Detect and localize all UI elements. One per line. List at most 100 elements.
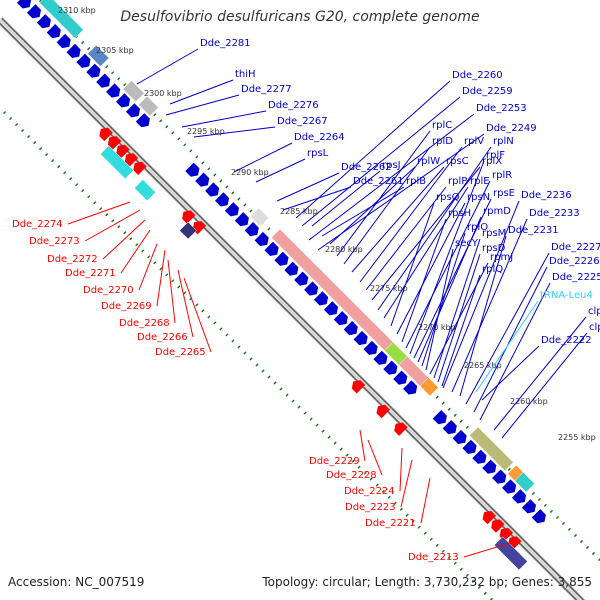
kbp-tick-label: 2305 kbp bbox=[96, 46, 134, 55]
reverse-gene-arrow bbox=[376, 404, 390, 419]
forward-gene-label: rpsH bbox=[448, 208, 471, 219]
forward-gene-label: Dde_2233 bbox=[529, 208, 580, 219]
forward-gene-arrow bbox=[363, 340, 378, 355]
forward-gene-leader bbox=[442, 200, 520, 389]
kbp-tick-label: 2300 kbp bbox=[144, 89, 182, 98]
kbp-tick-label: 2260 kbp bbox=[510, 397, 548, 406]
forward-gene-arrow bbox=[314, 291, 329, 306]
reverse-gene-leader bbox=[367, 439, 383, 476]
forward-gene-leader bbox=[493, 316, 587, 431]
reverse-gene-label: Dde_2271 bbox=[65, 268, 116, 279]
forward-gene-arrow bbox=[56, 33, 71, 49]
forward-gene-leader bbox=[136, 48, 199, 85]
reverse-gene-leader bbox=[420, 477, 431, 524]
forward-gene-label: Dde_2231 bbox=[508, 225, 559, 236]
forward-gene-arrow bbox=[195, 172, 210, 187]
forward-gene-label: Dde_2260 bbox=[452, 70, 503, 81]
reverse-gene-leader bbox=[399, 447, 403, 492]
forward-gene-leader bbox=[413, 198, 492, 359]
kbp-tick-label: 2255 kbp bbox=[558, 433, 596, 442]
reverse-gene-arrow bbox=[107, 136, 122, 150]
reverse-gene-label: Dde_2224 bbox=[344, 486, 395, 497]
forward-gene-label: rpsJ bbox=[382, 160, 401, 171]
forward-gene-leader bbox=[255, 158, 306, 183]
reverse-gene-arrow bbox=[351, 380, 366, 394]
forward-gene-label: Dde_2249 bbox=[486, 123, 537, 134]
forward-gene-leader bbox=[351, 166, 445, 273]
reverse-gene-leader bbox=[138, 243, 158, 291]
forward-gene-arrow bbox=[215, 192, 230, 207]
forward-gene-arrow bbox=[116, 93, 131, 108]
reverse-gene-label: Dde_2268 bbox=[119, 318, 170, 329]
forward-gene-label: rplR bbox=[492, 170, 512, 181]
forward-gene-label: Dde_2281 bbox=[200, 38, 251, 49]
forward-gene-label: Dde_2264 bbox=[294, 132, 345, 143]
forward-gene-label: Dde_2276 bbox=[268, 100, 319, 111]
forward-gene-leader bbox=[165, 94, 240, 116]
forward-gene-label: rpsE bbox=[493, 188, 515, 199]
forward-gene-leader bbox=[169, 79, 234, 105]
forward-gene-leader bbox=[433, 238, 481, 379]
reverse-gene-leader bbox=[102, 219, 146, 260]
forward-gene-arrow bbox=[254, 231, 269, 247]
forward-gene-leader bbox=[343, 146, 431, 265]
forward-gene-label: rplF bbox=[486, 150, 505, 161]
forward-gene-arrow bbox=[472, 449, 487, 464]
forward-gene-arrow bbox=[224, 202, 239, 217]
forward-gene-label: rplN bbox=[493, 136, 514, 147]
forward-gene-arrow bbox=[86, 63, 101, 78]
forward-gene-leader bbox=[417, 216, 482, 363]
forward-gene-arrow bbox=[442, 420, 457, 435]
forward-gene-leader bbox=[425, 248, 454, 371]
reverse-gene-label: Dde_2273 bbox=[29, 236, 80, 247]
feature-block bbox=[100, 145, 134, 180]
forward-gene-label: rplE bbox=[470, 176, 490, 187]
kbp-tick-label: 2310 kbp bbox=[58, 6, 96, 15]
forward-gene-leader bbox=[383, 186, 469, 319]
forward-gene-leader bbox=[409, 160, 485, 355]
forward-gene-leader bbox=[295, 80, 451, 219]
forward-gene-label: rplW bbox=[417, 156, 440, 167]
forward-gene-arrow bbox=[26, 4, 41, 19]
reverse-gene-label: Dde_2270 bbox=[83, 285, 134, 296]
forward-gene-leader bbox=[321, 186, 405, 237]
forward-gene-arrow bbox=[264, 241, 279, 256]
kbp-tick-label: 2280 kbp bbox=[325, 245, 363, 254]
forward-gene-leader bbox=[282, 186, 352, 211]
forward-gene-label: clpX bbox=[589, 322, 600, 333]
forward-gene-arrow bbox=[185, 162, 200, 177]
forward-gene-arrow bbox=[66, 43, 81, 58]
forward-gene-label: Dde_2261 bbox=[353, 176, 404, 187]
reverse-gene-leader bbox=[400, 459, 413, 508]
kbp-tick-label: 2290 kbp bbox=[231, 168, 269, 177]
forward-gene-arrow bbox=[333, 311, 348, 326]
forward-gene-arrow bbox=[502, 479, 517, 494]
forward-gene-leader bbox=[451, 218, 528, 393]
forward-gene-label: rpsD bbox=[482, 243, 506, 254]
forward-gene-label: rplC bbox=[432, 120, 452, 131]
forward-gene-arrow bbox=[244, 222, 259, 237]
feature-block bbox=[469, 426, 514, 472]
reverse-gene-leader bbox=[156, 249, 166, 307]
reverse-gene-arrow bbox=[482, 510, 496, 525]
reverse-gene-label: Dde_2229 bbox=[309, 456, 360, 467]
reverse-gene-arrow bbox=[124, 153, 139, 167]
forward-gene-leader bbox=[193, 126, 276, 138]
forward-gene-leader bbox=[421, 232, 466, 367]
forward-gene-label: rpsQ bbox=[436, 192, 460, 203]
forward-gene-label: Dde_2227 bbox=[551, 242, 600, 253]
forward-gene-leader bbox=[501, 332, 588, 439]
forward-gene-leader bbox=[401, 218, 447, 343]
forward-gene-label: rpmD bbox=[483, 206, 511, 217]
reverse-gene-label: Dde_2269 bbox=[101, 301, 152, 312]
forward-gene-leader bbox=[441, 274, 481, 387]
forward-gene-label: rpsN bbox=[467, 192, 490, 203]
forward-gene-leader bbox=[437, 253, 481, 383]
forward-gene-arrow bbox=[393, 370, 408, 385]
reverse-gene-label: Dde_2274 bbox=[12, 219, 63, 230]
forward-gene-arrow bbox=[482, 459, 497, 474]
reverse-gene-arrow bbox=[99, 127, 113, 142]
reverse-gene-leader bbox=[167, 259, 176, 324]
forward-gene-arrow bbox=[452, 429, 467, 445]
